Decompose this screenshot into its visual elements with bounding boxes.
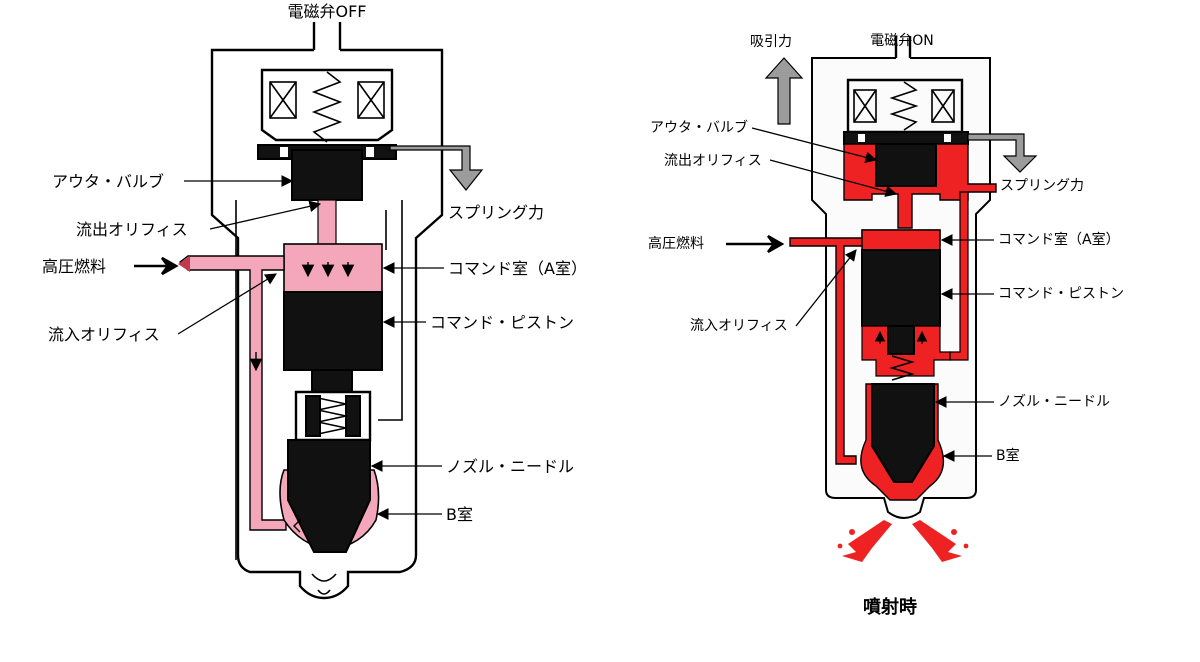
right-suction-arrow <box>764 57 804 125</box>
left-spring-seat-b <box>345 395 361 437</box>
left-inlet-orifice-label: 流入オリフィス <box>48 325 160 344</box>
left-solenoid-spring <box>311 71 343 143</box>
left-spring-force-label: スプリング力 <box>448 203 544 222</box>
left-inlet-tip <box>178 256 190 272</box>
right-outlet-orifice-leader <box>769 159 898 197</box>
right-labels: 吸引力 電磁弁ON アウタ・バルブ 流出オリフィス スプリング力 高圧燃料 コマ… <box>648 33 1124 618</box>
left-armature-slot-b <box>366 147 374 157</box>
right-spring-force-arrow <box>967 133 1038 173</box>
right-spring-force-label: スプリング力 <box>1000 178 1084 194</box>
left-high-pressure-fuel-label: 高圧燃料 <box>42 257 106 276</box>
left-command-chamber-label: コマンド室（A室） <box>448 259 587 278</box>
left-high-pressure-inlet-pipe <box>178 255 287 531</box>
left-outlet-channel <box>317 199 337 249</box>
left-needle-spring <box>317 397 347 435</box>
left-b-chamber-flow-mark <box>293 511 301 533</box>
right-needle-spring <box>889 355 915 381</box>
left-injector <box>178 22 484 600</box>
left-injector-body <box>210 48 444 600</box>
right-command-piston <box>861 249 941 327</box>
left-command-piston <box>283 291 383 371</box>
right-caption: 噴射時 <box>863 596 917 618</box>
left-fuel-input-arrow <box>134 256 179 276</box>
right-armature-slot-a <box>858 134 865 142</box>
left-nozzle-needle-label: ノズル・ニードル <box>446 457 574 476</box>
right-piston-rod <box>887 325 915 355</box>
left-solenoid-housing <box>260 68 394 142</box>
right-suction-label: 吸引力 <box>750 34 792 50</box>
left-outlet-orifice-label: 流出オリフィス <box>76 220 188 239</box>
left-piston-rod <box>311 369 353 393</box>
right-armature-slot-b <box>944 134 951 142</box>
right-outer-valve-leader <box>751 127 878 164</box>
right-fuel-spray <box>837 520 969 562</box>
right-command-piston-label: コマンド・ピストン <box>998 286 1124 302</box>
right-injector <box>764 36 1038 562</box>
right-fuel-input-arrow <box>726 234 785 254</box>
left-outer-valve <box>291 149 363 201</box>
right-nozzle-needle-label: ノズル・ニードル <box>998 394 1110 410</box>
right-command-chamber-label: コマンド室（A室） <box>998 231 1120 248</box>
left-nozzle-needle <box>287 439 371 553</box>
right-b-chamber-label: B室 <box>996 447 1020 464</box>
left-nozzle-tip <box>311 573 337 595</box>
left-chamber-pressure-arrows <box>301 262 355 278</box>
right-solenoid-spring <box>889 81 919 131</box>
right-nozzle-needle <box>871 383 935 483</box>
right-command-chamber-box <box>861 229 941 251</box>
left-coil-right <box>357 81 385 119</box>
right-coil-left <box>853 89 877 123</box>
left-labels: 電磁弁OFF アウタ・バルブ 流出オリフィス スプリング力 高圧燃料 コマンド室… <box>42 2 587 524</box>
left-command-piston-label: コマンド・ピストン <box>430 313 574 332</box>
right-inlet-orifice-leader <box>795 249 857 327</box>
right-outlet-orifice-label: 流出オリフィス <box>664 153 762 169</box>
left-spring-seat-a <box>305 395 321 437</box>
right-outer-valve-label: アウタ・バルブ <box>650 119 748 136</box>
right-coil-right <box>931 89 955 123</box>
right-high-pressure-fuel-label: 高圧燃料 <box>648 235 704 252</box>
left-b-chamber-label: B室 <box>446 505 473 524</box>
left-command-chamber <box>283 243 383 293</box>
left-armature-slot-a <box>280 147 288 157</box>
left-outlet-orifice-leader <box>209 200 322 230</box>
left-solenoid-stem <box>312 22 342 50</box>
right-inlet-orifice-label: 流入オリフィス <box>690 318 788 334</box>
right-solenoid-stem <box>894 36 912 58</box>
right-piston-lift-arrows <box>874 330 928 344</box>
left-inlet-orifice-leader <box>177 273 277 335</box>
left-outer-valve-label: アウタ・バルブ <box>52 172 164 191</box>
right-outer-valve <box>875 143 937 187</box>
left-coil-left <box>269 81 297 119</box>
left-spring-force-arrow <box>389 145 484 191</box>
left-solenoid-label: 電磁弁OFF <box>287 2 366 21</box>
right-solenoid-label: 電磁弁ON <box>870 33 934 49</box>
